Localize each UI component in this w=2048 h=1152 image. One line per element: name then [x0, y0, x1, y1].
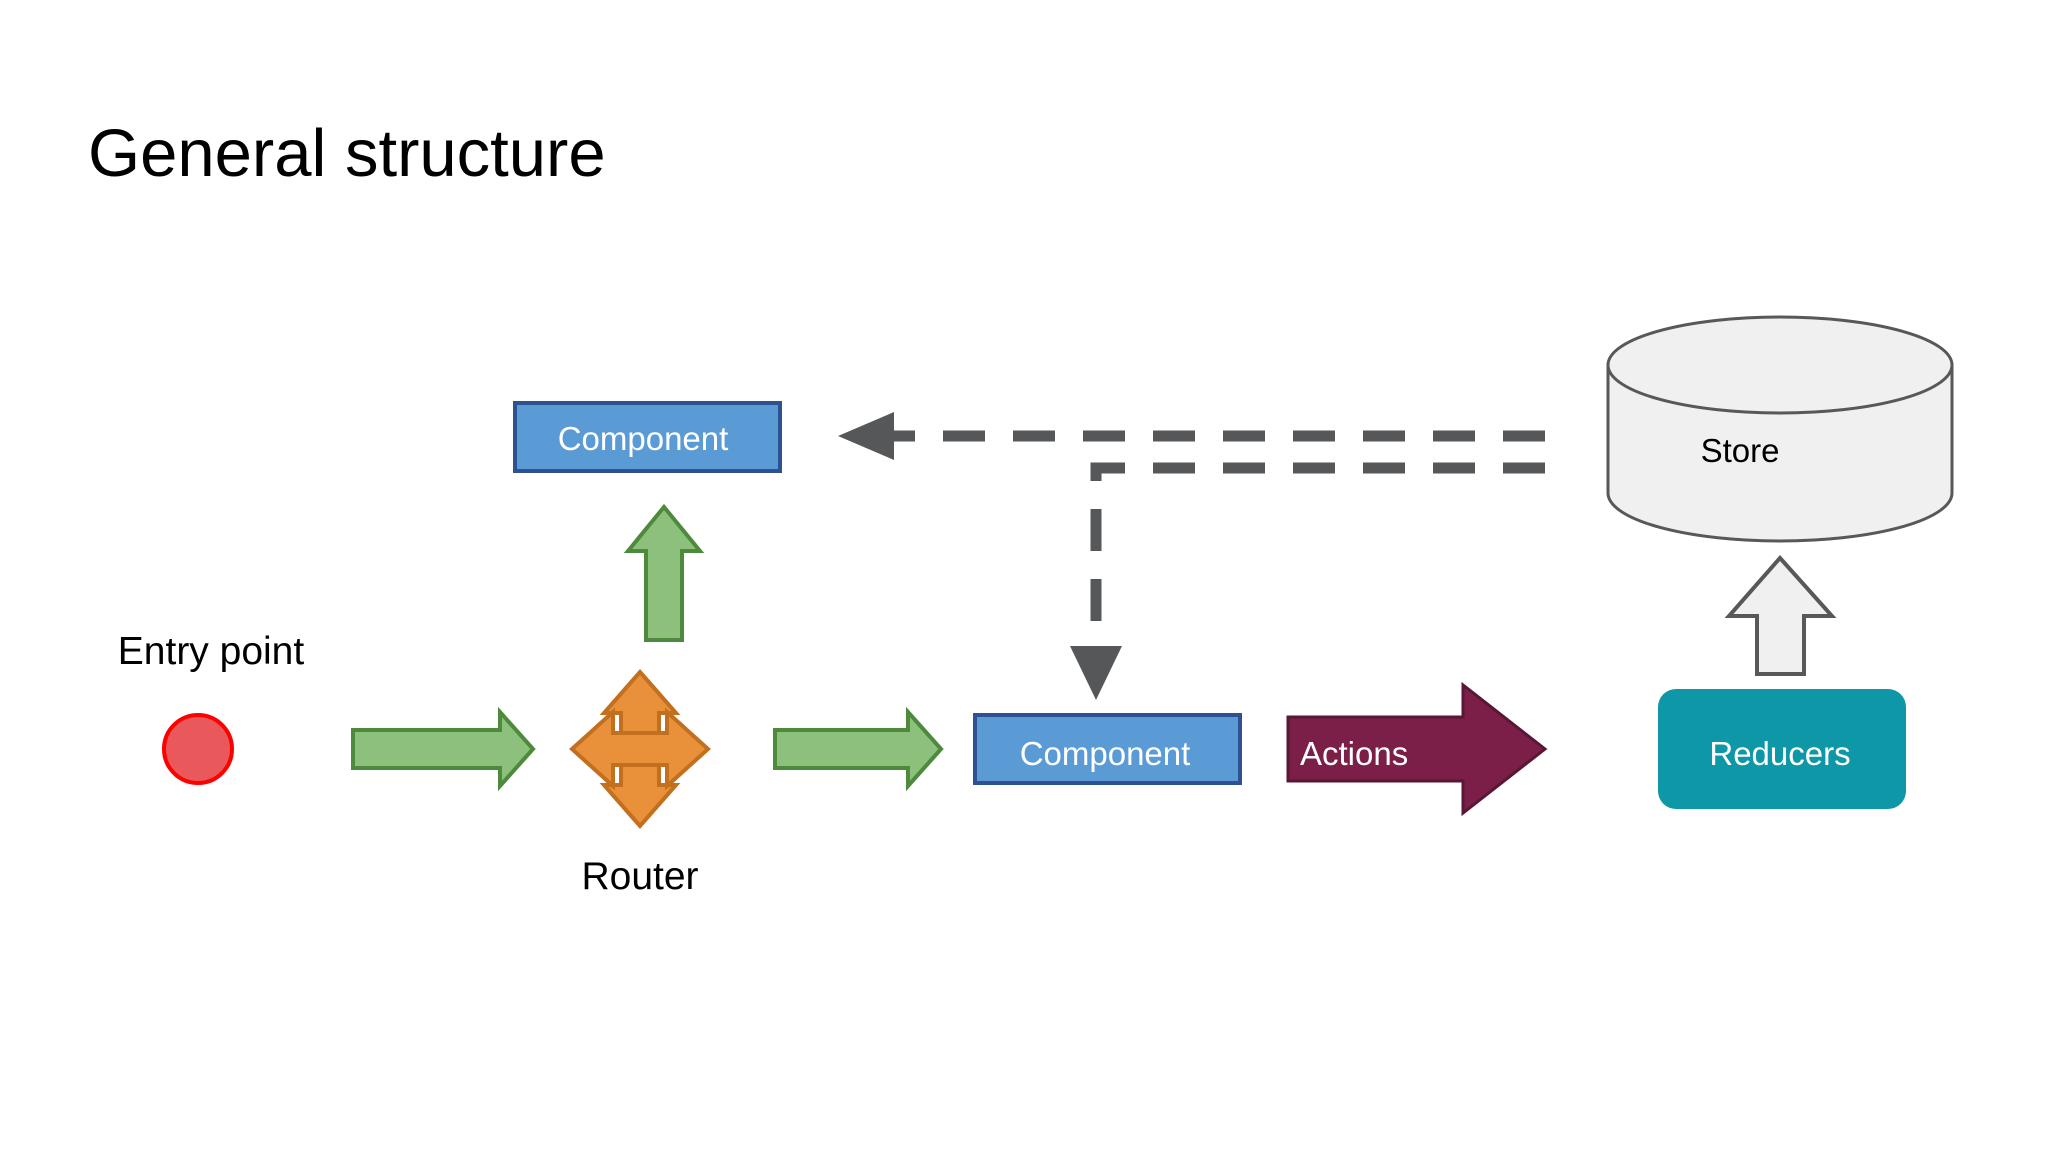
dashed-arrow-store-to-component-top	[838, 412, 1545, 460]
green-arrow-router-to-component-mid[interactable]	[773, 706, 944, 792]
dashed-arrow-store-to-component-mid	[1070, 462, 1545, 700]
component-mid-box[interactable]	[973, 713, 1242, 785]
component-top-box[interactable]	[513, 401, 782, 473]
green-arrow-entry-to-router[interactable]	[351, 706, 536, 792]
hollow-arrow-reducers-to-store[interactable]	[1724, 554, 1837, 676]
actions-block-arrow[interactable]	[1286, 681, 1548, 817]
reducers-box[interactable]	[1658, 689, 1906, 809]
four-way-arrow-icon[interactable]	[569, 668, 711, 830]
red-circle-icon[interactable]	[162, 713, 234, 785]
green-arrow-router-to-component-top[interactable]	[623, 503, 705, 642]
page-title: General structure	[88, 116, 606, 191]
store-cylinder[interactable]	[1606, 315, 1954, 543]
